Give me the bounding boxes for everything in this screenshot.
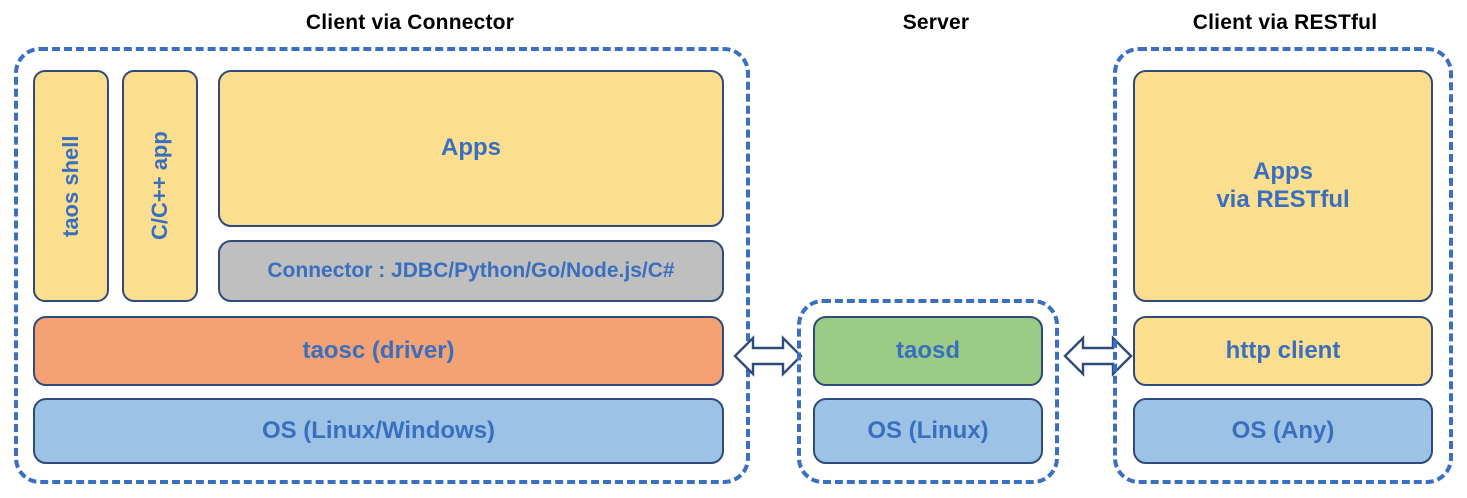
box-apps[interactable]: Apps (218, 70, 724, 227)
group-server (797, 299, 1059, 484)
group-client-via-connector (14, 47, 750, 484)
title-client-via-restful: Client via RESTful (1192, 11, 1378, 34)
box-c-cpp-app[interactable]: C/C++ app (122, 70, 198, 302)
box-apps-via-restful[interactable]: Apps via RESTful (1133, 70, 1433, 302)
box-http-client[interactable]: http client (1133, 316, 1433, 386)
box-os-linux[interactable]: OS (Linux) (813, 398, 1043, 464)
title-client-via-connector: Client via Connector (305, 11, 515, 34)
double-headed-arrow-left (733, 330, 803, 382)
box-taosc-driver[interactable]: taosc (driver) (33, 316, 724, 386)
box-apps-via-restful-line2: via RESTful (1216, 186, 1350, 213)
box-taos-shell[interactable]: taos shell (33, 70, 109, 302)
box-connector[interactable]: Connector : JDBC/Python/Go/Node.js/C# (218, 240, 724, 302)
box-taosd[interactable]: taosd (813, 316, 1043, 386)
box-os-linux-windows[interactable]: OS (Linux/Windows) (33, 398, 724, 464)
group-client-via-restful (1113, 47, 1453, 484)
box-apps-via-restful-line1: Apps (1253, 157, 1313, 185)
title-server: Server (902, 11, 970, 34)
box-os-any[interactable]: OS (Any) (1133, 398, 1433, 464)
